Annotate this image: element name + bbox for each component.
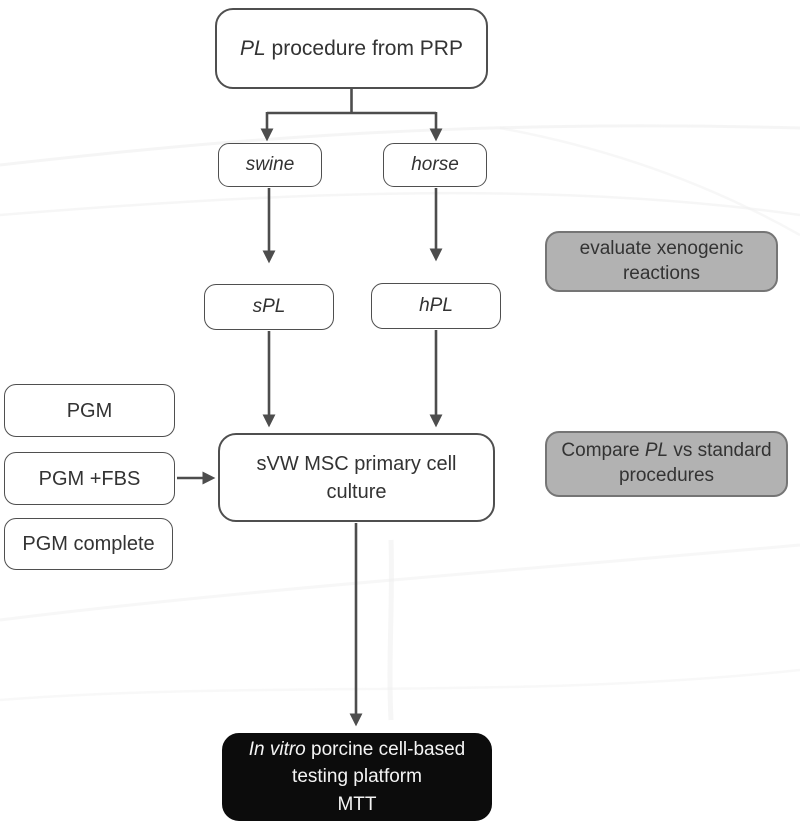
- scan-artifact: [0, 668, 800, 702]
- node-label: horse: [411, 153, 459, 175]
- node-spl: sPL: [204, 284, 334, 330]
- node-horse: horse: [383, 143, 487, 187]
- node-label: hPL: [419, 294, 453, 316]
- node-svw-msc-primary-cell-culture: sVW MSC primary cell culture: [218, 433, 495, 522]
- node-swine: swine: [218, 143, 322, 187]
- node-label: PGM +FBS: [38, 467, 141, 490]
- node-label-line2: testing platform: [292, 766, 422, 788]
- note-evaluate-xenogenic-reactions: evaluate xenogenic reactions: [545, 231, 778, 292]
- node-pl-procedure-from-prp: PL procedure from PRP: [215, 8, 488, 89]
- node-label: PGM: [66, 399, 113, 422]
- note-compare-pl-vs-standard: Compare PL vs standard procedures: [545, 431, 788, 497]
- label-italic-part: PL: [240, 36, 266, 60]
- node-label: sPL: [252, 295, 286, 317]
- node-label-line3: MTT: [337, 793, 377, 815]
- node-label: PL procedure from PRP: [240, 35, 463, 62]
- node-label-line1: In vitro porcine cell-based: [249, 736, 466, 764]
- scan-artifact: [0, 191, 800, 217]
- node-label: PGM complete: [22, 533, 155, 555]
- node-hpl: hPL: [371, 283, 501, 329]
- node-pgm: PGM: [4, 384, 175, 437]
- node-pgm-complete: PGM complete: [4, 518, 173, 570]
- label-text-part: porcine cell-based: [305, 738, 466, 760]
- node-in-vitro-testing-platform: In vitro porcine cell-based testing plat…: [222, 733, 492, 821]
- scan-artifact: [499, 126, 800, 237]
- node-label: sVW MSC primary cell culture: [256, 452, 457, 503]
- label-text-part: procedure from PRP: [265, 36, 463, 60]
- node-label: swine: [245, 153, 295, 175]
- label-text-part: vs standard procedures: [618, 440, 772, 486]
- note-label: evaluate xenogenic reactions: [579, 237, 744, 284]
- note-label: Compare PL vs standard procedures: [559, 439, 774, 488]
- label-italic-part: PL: [644, 440, 669, 462]
- node-pgm-fbs: PGM +FBS: [4, 452, 175, 505]
- label-italic-part: In vitro: [248, 738, 306, 760]
- label-text-part: Compare: [561, 440, 645, 462]
- scan-artifact: [387, 539, 394, 721]
